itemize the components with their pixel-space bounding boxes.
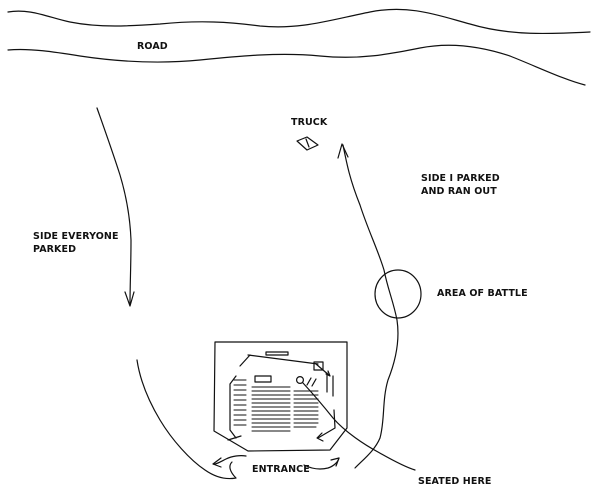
entrance-label: ENTRANCE <box>252 464 310 475</box>
seated-here-pointer <box>302 382 416 471</box>
booth <box>254 375 272 383</box>
area-of-battle-circle <box>374 269 422 319</box>
road-label: ROAD <box>137 41 168 52</box>
road <box>7 8 591 86</box>
seated-here-label: SEATED HERE <box>418 476 492 487</box>
seating-right <box>293 390 319 428</box>
area-of-battle-label: AREA OF BATTLE <box>437 288 528 299</box>
building <box>213 341 348 452</box>
inner-route-arrow <box>315 363 331 377</box>
side-i-parked-label: SIDE I PARKED AND RAN OUT <box>421 173 500 197</box>
road-top-edge <box>7 8 591 35</box>
road-bottom-edge <box>7 44 586 86</box>
truck-icon <box>296 136 319 151</box>
speaker-box <box>313 361 324 371</box>
escape-route-path <box>337 143 399 469</box>
stage <box>265 351 289 356</box>
entrance-arrow-right <box>303 457 340 470</box>
entrance-arrow-left <box>212 455 247 468</box>
building-outline <box>213 341 348 452</box>
seat-marker-icon <box>296 376 305 385</box>
seating-left <box>233 379 247 426</box>
side-everyone-parked-arrow <box>96 107 135 307</box>
left-walkway-curve <box>136 359 237 480</box>
side-everyone-parked-label: SIDE EVERYONE PARKED <box>33 231 119 255</box>
truck-label: TRUCK <box>291 117 328 128</box>
seating-center <box>251 386 291 432</box>
